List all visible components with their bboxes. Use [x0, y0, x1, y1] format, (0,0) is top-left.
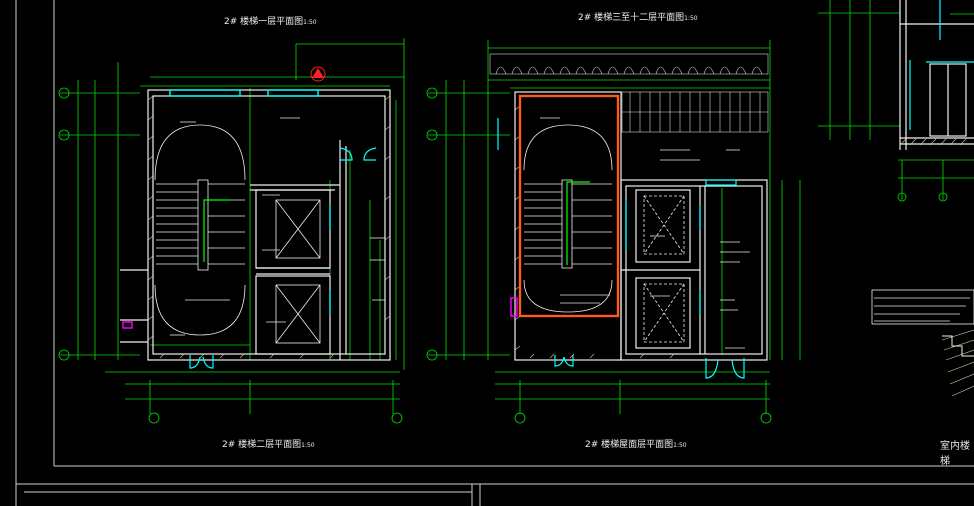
- corridor-window-left: [267, 89, 319, 97]
- stair-arrow-middle: [566, 181, 590, 265]
- legend-lines: [874, 297, 970, 322]
- fire-marker: [312, 68, 324, 78]
- annotation-ticks-left: [170, 117, 385, 336]
- title-top-left: 2# 楼梯一层平面图1:50: [224, 17, 317, 27]
- title-top-middle: 2# 楼梯三至十二层平面图1:50: [578, 13, 698, 23]
- roof-hatch: [489, 53, 769, 133]
- stair-arrow-left: [203, 199, 230, 262]
- doors-left: [189, 147, 377, 369]
- section-cyan: [909, 0, 974, 130]
- wall-hatch-middle: [514, 105, 675, 359]
- highlight-stair-core[interactable]: [518, 94, 620, 318]
- legend-box: [871, 289, 974, 325]
- magenta-tag-middle: [510, 297, 518, 317]
- shafts-left: [275, 199, 321, 344]
- stair-profile: [942, 335, 974, 357]
- annotation-ticks-middle: [540, 117, 750, 349]
- axis-bubbles-right: [897, 192, 948, 202]
- stair-middle: [523, 124, 613, 313]
- side-caption: 室内楼梯: [940, 441, 970, 467]
- section-right[interactable]: [818, 0, 974, 397]
- axis-grid-left: [60, 38, 405, 414]
- fire-marker-ring: [310, 66, 326, 82]
- walls-middle: [514, 91, 768, 361]
- shafts-middle: [643, 195, 685, 343]
- stair-left: [154, 124, 246, 336]
- title-bottom-middle: 2# 楼梯屋面层平面图1:50: [585, 440, 687, 450]
- plan-middle[interactable]: [426, 40, 801, 424]
- axis-grid-right: [818, 0, 974, 200]
- wall-hatch-left: [147, 95, 391, 359]
- axis-grid-middle: [428, 40, 801, 414]
- walls-left: [120, 89, 391, 361]
- landing-window-left: [169, 89, 241, 97]
- axis-bubbles-middle: [426, 87, 772, 424]
- section-hatch: [899, 138, 974, 397]
- doors-middle: [497, 118, 745, 379]
- plan-left[interactable]: [58, 38, 405, 424]
- axis-bubbles-left: [58, 87, 403, 424]
- magenta-tag: [122, 321, 133, 329]
- drawing-frame: [15, 0, 974, 506]
- section-walls: [899, 0, 974, 150]
- title-bottom-left: 2# 楼梯二层平面图1:50: [222, 440, 315, 450]
